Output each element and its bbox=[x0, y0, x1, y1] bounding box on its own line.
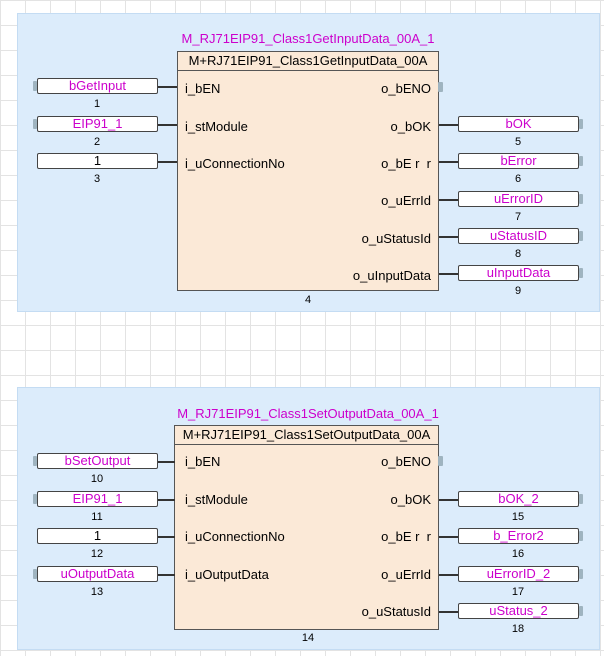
input-constant[interactable]: 1 bbox=[37, 528, 158, 544]
input-variable[interactable]: bGetInput bbox=[33, 78, 158, 94]
pin-i-uconnectionno: i_uConnectionNo bbox=[185, 529, 285, 544]
input-variable[interactable]: EIP91_1 bbox=[33, 116, 158, 132]
output-variable[interactable]: bOK_2 bbox=[458, 491, 583, 507]
wire bbox=[157, 574, 175, 576]
eno-connector-icon[interactable] bbox=[438, 82, 443, 92]
pin-o-beno: o_bENO bbox=[381, 454, 431, 469]
step-number: 1 bbox=[93, 98, 101, 110]
wire bbox=[439, 161, 459, 163]
step-number: 8 bbox=[514, 248, 522, 260]
wire bbox=[439, 124, 459, 126]
pin-o-uinputdata: o_uInputData bbox=[352, 268, 431, 283]
wire bbox=[439, 536, 459, 538]
pin-i-ben: i_bEN bbox=[185, 81, 221, 96]
output-variable[interactable]: uErrorID bbox=[458, 191, 583, 207]
input-variable[interactable]: uOutputData bbox=[33, 566, 158, 582]
block-number: 14 bbox=[301, 632, 315, 644]
step-number: 13 bbox=[90, 586, 104, 598]
pin-o-ustatusid: o_uStatusId bbox=[361, 231, 431, 246]
pin-o-berr: o_bE r r bbox=[381, 529, 431, 544]
pin-i-uoutputdata: i_uOutputData bbox=[185, 567, 269, 582]
pin-i-uconnectionno: i_uConnectionNo bbox=[185, 156, 285, 171]
output-variable[interactable]: b_Error2 bbox=[458, 528, 583, 544]
step-number: 9 bbox=[514, 285, 522, 297]
fb-instance-name[interactable]: M_RJ71EIP91_Class1SetOutputData_00A_1 bbox=[177, 406, 439, 421]
step-number: 7 bbox=[514, 211, 522, 223]
block-number: 4 bbox=[304, 294, 312, 306]
output-variable[interactable]: uErrorID_2 bbox=[458, 566, 583, 582]
wire bbox=[439, 611, 459, 613]
wire bbox=[439, 199, 459, 201]
step-number: 18 bbox=[511, 623, 525, 635]
step-number: 10 bbox=[90, 473, 104, 485]
pin-o-uerrid: o_uErrId bbox=[381, 193, 431, 208]
step-number: 12 bbox=[90, 548, 104, 560]
wire bbox=[439, 273, 459, 275]
input-constant[interactable]: 1 bbox=[37, 153, 158, 169]
pin-i-stmodule: i_stModule bbox=[185, 492, 248, 507]
input-variable[interactable]: bSetOutput bbox=[33, 453, 158, 469]
pin-o-bok: o_bOK bbox=[390, 119, 431, 134]
wire bbox=[439, 499, 459, 501]
pin-i-stmodule: i_stModule bbox=[185, 119, 248, 134]
output-variable[interactable]: bOK bbox=[458, 116, 583, 132]
fb-type-label: M+RJ71EIP91_Class1GetInputData_00A bbox=[178, 52, 438, 71]
pin-o-uerrid: o_uErrId bbox=[381, 567, 431, 582]
step-number: 11 bbox=[91, 511, 103, 523]
wire bbox=[157, 536, 175, 538]
wire bbox=[157, 461, 175, 463]
step-number: 15 bbox=[511, 511, 525, 523]
step-number: 6 bbox=[514, 173, 522, 185]
wire bbox=[157, 161, 177, 163]
output-variable[interactable]: uInputData bbox=[458, 265, 583, 281]
wire bbox=[157, 499, 175, 501]
function-block[interactable]: M+RJ71EIP91_Class1GetInputData_00A i_bEN… bbox=[177, 51, 439, 291]
eno-connector-icon[interactable] bbox=[438, 456, 443, 466]
step-number: 16 bbox=[511, 548, 525, 560]
step-number: 17 bbox=[511, 586, 525, 598]
output-variable[interactable]: uStatus_2 bbox=[458, 603, 583, 619]
pin-o-bok: o_bOK bbox=[390, 492, 431, 507]
pin-o-ustatusid: o_uStatusId bbox=[361, 604, 431, 619]
output-variable[interactable]: bError bbox=[458, 153, 583, 169]
function-block[interactable]: M+RJ71EIP91_Class1SetOutputData_00A i_bE… bbox=[174, 425, 439, 630]
pin-o-berr: o_bE r r bbox=[381, 156, 431, 171]
step-number: 5 bbox=[514, 136, 522, 148]
fb-instance-name[interactable]: M_RJ71EIP91_Class1GetInputData_00A_1 bbox=[181, 31, 435, 46]
output-variable[interactable]: uStatusID bbox=[458, 228, 583, 244]
wire bbox=[157, 124, 177, 126]
wire bbox=[439, 574, 459, 576]
step-number: 3 bbox=[93, 173, 101, 185]
input-variable[interactable]: EIP91_1 bbox=[33, 491, 158, 507]
step-number: 2 bbox=[93, 136, 101, 148]
fb-type-label: M+RJ71EIP91_Class1SetOutputData_00A bbox=[175, 426, 438, 445]
wire bbox=[157, 86, 177, 88]
pin-i-ben: i_bEN bbox=[185, 454, 221, 469]
wire bbox=[439, 236, 459, 238]
pin-o-beno: o_bENO bbox=[381, 81, 431, 96]
